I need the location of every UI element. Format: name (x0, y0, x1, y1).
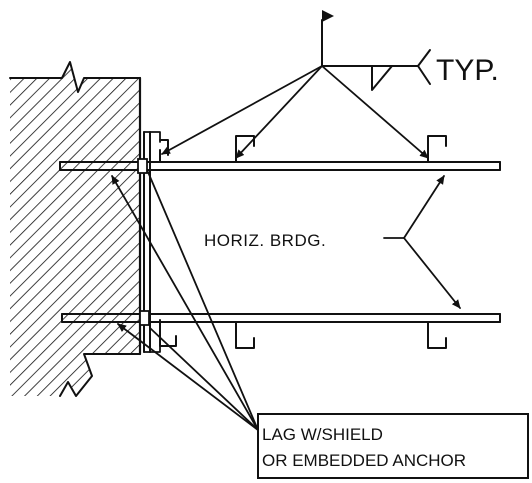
wall-top-break-line (9, 61, 141, 93)
horiz-brdg-callout: HORIZ. BRDG. (204, 175, 461, 309)
typ-label: TYP. (436, 54, 499, 87)
lag-anchor-callout: LAG W/SHIELD OR EMBEDDED ANCHOR (111, 171, 529, 479)
lag-bolt-head-top (137, 158, 148, 174)
lag-anchor-label-line1: LAG W/SHIELD (262, 425, 383, 444)
horiz-brdg-label: HORIZ. BRDG. (204, 231, 326, 250)
lag-anchor-label-box (257, 413, 529, 479)
lag-bolt-head-bottom (139, 310, 150, 326)
lag-anchor-label-line2: OR EMBEDDED ANCHOR (262, 451, 466, 470)
weld-symbol (161, 10, 431, 159)
studs-top-row (159, 135, 447, 163)
concrete-hatch (10, 62, 140, 396)
weld-tail-icon (417, 49, 431, 85)
fillet-weld-symbol-icon (371, 65, 393, 91)
horizontal-bridging-bottom (61, 310, 501, 326)
concrete-wall (9, 61, 142, 397)
wall-bottom-break-line (59, 353, 141, 397)
horizontal-bridging-top (59, 158, 501, 174)
weld-flag-icon (322, 10, 334, 22)
